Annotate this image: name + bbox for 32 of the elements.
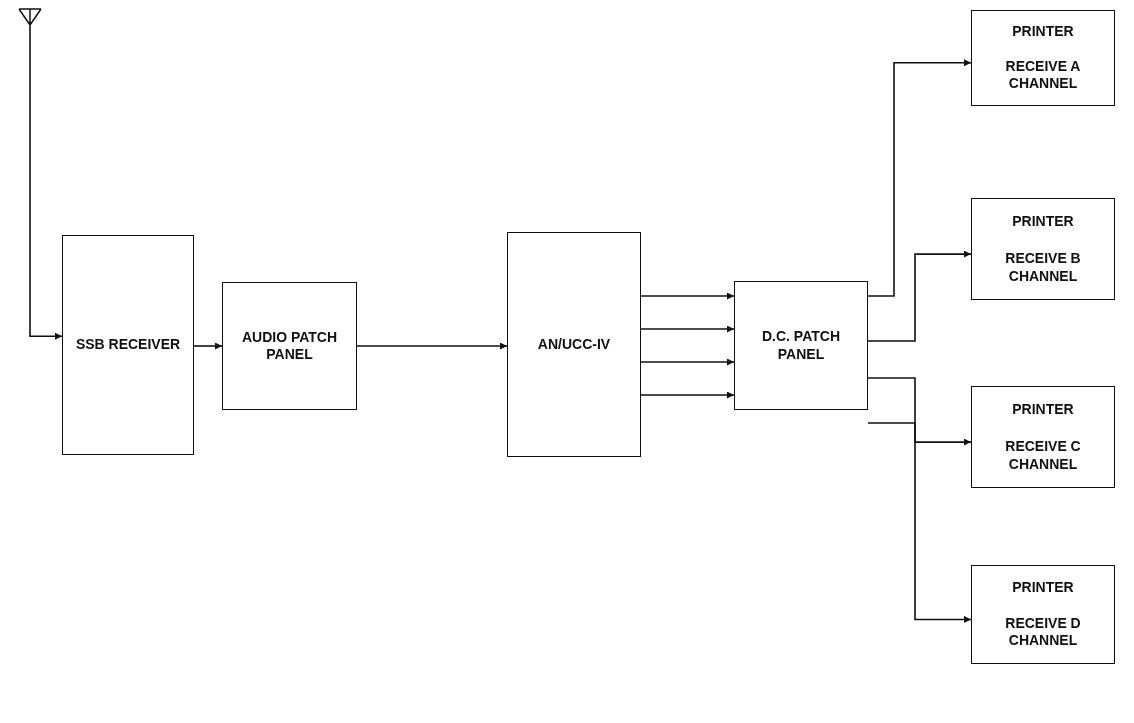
arrow: [193, 342, 223, 350]
box-title: PRINTER: [1012, 400, 1074, 419]
printer-box: [971, 10, 1115, 106]
arrow: [867, 59, 972, 297]
box-title: PRINTER: [1012, 23, 1074, 41]
box-title: SSB RECEIVER: [75, 336, 181, 354]
arrow: [867, 377, 972, 446]
antenna-icon: [18, 8, 42, 26]
arrow: [640, 325, 735, 333]
box-label: RECEIVE C CHANNEL: [1004, 438, 1082, 474]
arrow: [640, 292, 735, 300]
box-title: AUDIO PATCH PANEL: [240, 328, 339, 364]
box-title: AN/UCC-IV: [537, 335, 611, 354]
printer-box: [971, 565, 1115, 664]
printer-box: [971, 198, 1115, 300]
equipment-box: [222, 282, 357, 410]
box-title: PRINTER: [1012, 579, 1074, 597]
box-title: D.C. PATCH PANEL: [760, 328, 841, 363]
box-label: RECEIVE D CHANNEL: [1004, 614, 1082, 650]
arrow: [867, 250, 972, 342]
printer-box: [971, 386, 1115, 488]
arrow: [356, 342, 508, 350]
equipment-box: [734, 281, 868, 410]
arrow: [29, 25, 63, 340]
arrow: [640, 358, 735, 366]
box-label: RECEIVE B CHANNEL: [1004, 250, 1082, 286]
box-title: PRINTER: [1012, 212, 1074, 231]
arrow: [640, 391, 735, 399]
arrow: [867, 422, 972, 623]
equipment-box: [62, 235, 194, 455]
equipment-box: [507, 232, 641, 457]
box-label: RECEIVE A CHANNEL: [1004, 57, 1082, 93]
